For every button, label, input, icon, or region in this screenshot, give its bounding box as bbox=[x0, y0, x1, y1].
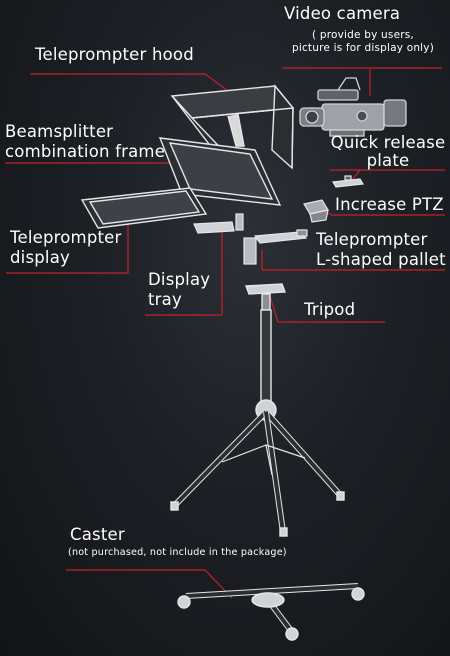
quick-release-plate-illustration bbox=[332, 175, 364, 188]
label-l-pallet-line-1: Teleprompter bbox=[316, 230, 428, 249]
leader-video-camera bbox=[282, 67, 442, 96]
label-caster: Caster bbox=[70, 525, 125, 544]
video-camera-illustration bbox=[299, 77, 407, 137]
label-beamsplitter-line-1: Beamsplitter bbox=[5, 122, 114, 141]
label-video-camera: Video camera bbox=[284, 4, 401, 23]
leader-teleprompter-display bbox=[6, 222, 129, 274]
label-teleprompter-display-line-1: Teleprompter bbox=[10, 228, 122, 247]
display-tray-illustration bbox=[193, 213, 244, 234]
l-shaped-pallet-illustration bbox=[243, 229, 308, 265]
leader-quick-release bbox=[330, 169, 445, 181]
caster-illustration bbox=[177, 583, 365, 641]
leader-l-pallet bbox=[261, 250, 445, 271]
label-display-tray-line-1: Display bbox=[148, 270, 211, 289]
increase-ptz-illustration bbox=[303, 199, 329, 223]
label-caster-note: (not purchased, not include in the packa… bbox=[68, 547, 287, 558]
label-tripod: Tripod bbox=[304, 300, 356, 319]
label-increase-ptz: Increase PTZ bbox=[335, 195, 444, 214]
label-quick-release-line-1: Quick release bbox=[330, 133, 446, 152]
label-display-tray-line-2: tray bbox=[148, 290, 182, 309]
label-video-camera-note-2: picture is for display only) bbox=[291, 42, 435, 54]
label-teleprompter-hood: Teleprompter hood bbox=[35, 45, 194, 64]
label-l-pallet-line-2: L-shaped pallet bbox=[316, 250, 446, 269]
teleprompter-display-illustration bbox=[80, 187, 208, 229]
label-teleprompter-display-line-2: display bbox=[10, 248, 70, 267]
label-beamsplitter-line-2: combination frame bbox=[5, 142, 166, 161]
leader-display-tray bbox=[145, 230, 223, 316]
leader-caster bbox=[66, 569, 233, 599]
label-video-camera-note-1: ( provide by users, bbox=[312, 29, 414, 41]
leader-tripod bbox=[269, 295, 385, 323]
tripod-illustration bbox=[170, 283, 345, 537]
leader-teleprompter-hood bbox=[30, 73, 236, 97]
leader-lines bbox=[5, 67, 445, 599]
label-quick-release-line-2: plate bbox=[366, 151, 410, 170]
